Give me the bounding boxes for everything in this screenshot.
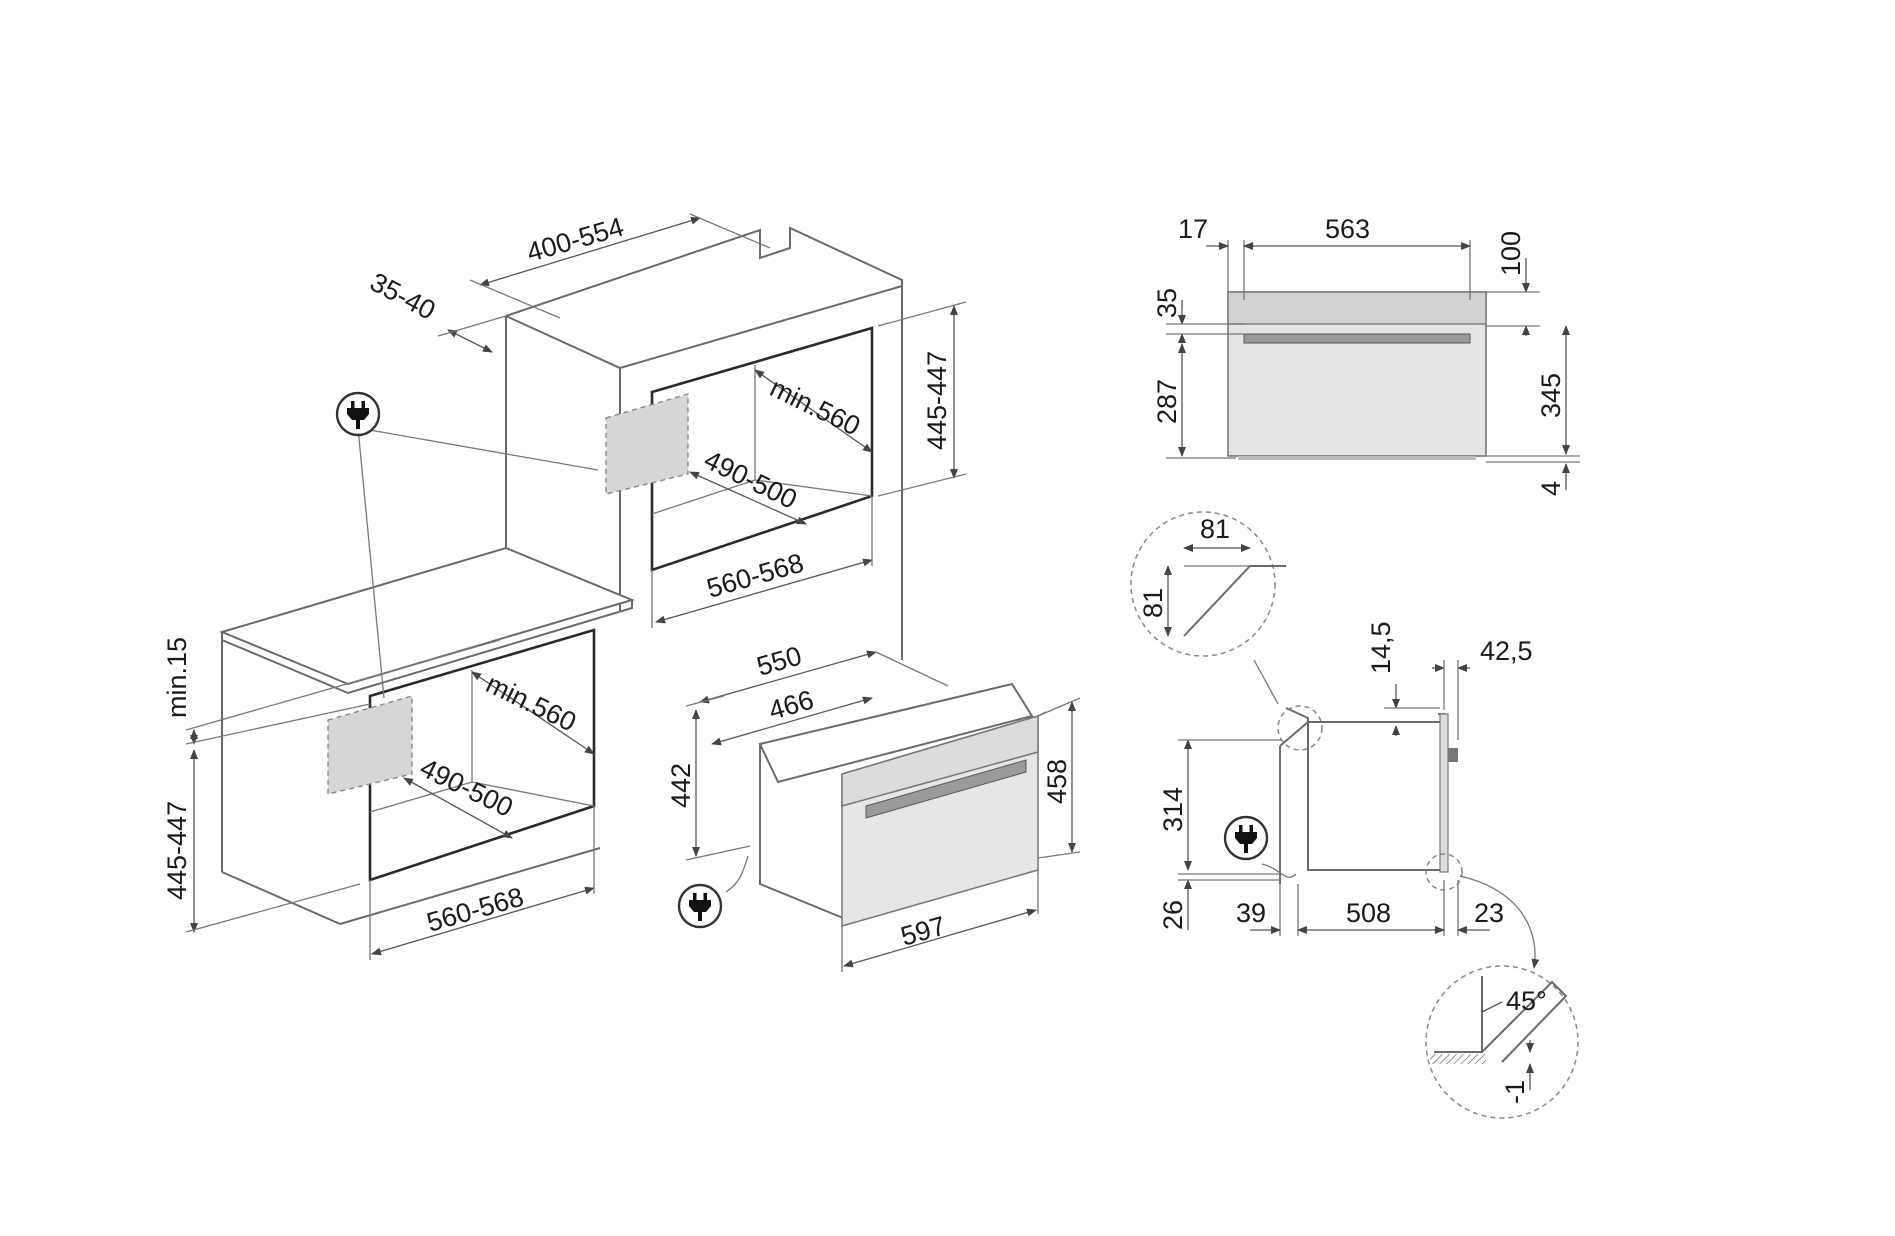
side-dim-314: 314 bbox=[1158, 787, 1188, 832]
dim-445-447-top: 445-447 bbox=[922, 351, 952, 450]
dim-550: 550 bbox=[753, 641, 805, 682]
low-cabinet bbox=[219, 427, 635, 925]
front-dim-563: 563 bbox=[1325, 214, 1370, 244]
detail-dim-81-v: 81 bbox=[1138, 588, 1168, 618]
dim-min15: min.15 bbox=[162, 637, 192, 718]
detail-dim-minus1: -1 bbox=[1500, 1080, 1530, 1104]
dim-400-554: 400-554 bbox=[523, 212, 627, 268]
detail-dim-81-h: 81 bbox=[1200, 514, 1230, 544]
detail-dim-45: 45° bbox=[1506, 986, 1547, 1016]
dim-597: 597 bbox=[897, 911, 949, 952]
side-dim-508: 508 bbox=[1346, 898, 1391, 928]
side-dim-14-5: 14,5 bbox=[1366, 621, 1396, 674]
plug-icon bbox=[335, 391, 381, 437]
dim-35-40: 35-40 bbox=[365, 267, 440, 326]
side-dim-23: 23 bbox=[1474, 898, 1504, 928]
dim-442: 442 bbox=[666, 763, 696, 808]
front-dim-4: 4 bbox=[1536, 481, 1566, 496]
detail-45-degree: 45° -1 bbox=[1425, 965, 1579, 1119]
dim-445-447-bottom: 445-447 bbox=[162, 801, 192, 900]
front-dim-100: 100 bbox=[1496, 231, 1526, 276]
front-dim-35: 35 bbox=[1152, 288, 1182, 318]
front-dim-17: 17 bbox=[1178, 214, 1208, 244]
front-dim-287: 287 bbox=[1152, 379, 1182, 424]
side-dim-26: 26 bbox=[1158, 900, 1188, 930]
side-dim-39: 39 bbox=[1236, 898, 1266, 928]
front-dim-345: 345 bbox=[1536, 373, 1566, 418]
dim-560-568-top: 560-568 bbox=[703, 548, 807, 604]
side-elevation: 81 81 14,5 42,5 314 26 bbox=[1130, 511, 1540, 969]
dim-min560-bottom: min.560 bbox=[481, 668, 580, 737]
dim-458: 458 bbox=[1042, 759, 1072, 804]
dim-560-568-bottom: 560-568 bbox=[423, 882, 527, 938]
plug-icon bbox=[677, 883, 723, 929]
dim-466: 466 bbox=[765, 685, 817, 726]
oven-isometric bbox=[725, 682, 1047, 927]
dim-min560-top: min.560 bbox=[765, 372, 864, 441]
dim-490-500-top: 490-500 bbox=[699, 444, 801, 514]
side-dim-42-5: 42,5 bbox=[1480, 636, 1533, 666]
front-elevation: 17 563 100 35 287 345 4 bbox=[1152, 214, 1580, 496]
plug-icon bbox=[1223, 815, 1269, 861]
